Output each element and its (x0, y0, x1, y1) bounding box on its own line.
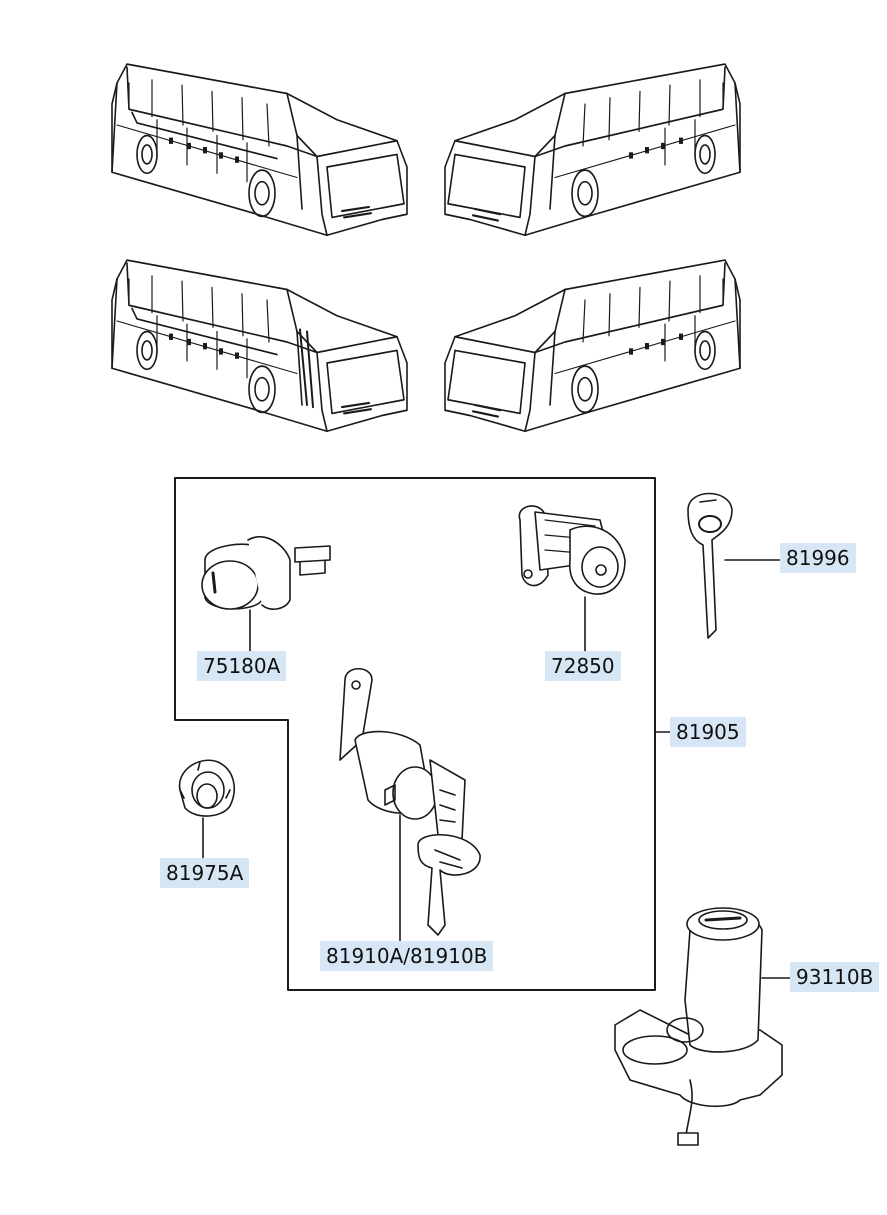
compartment-lock-icon (518, 505, 626, 595)
bus-front-left-icon (110, 259, 409, 433)
ignition-switch-icon (614, 907, 783, 1146)
kit-outline (174, 477, 656, 991)
part-label-81996: 81996 (780, 543, 856, 573)
bus-rear-right-icon (443, 259, 742, 433)
part-label-75180A: 75180A (197, 651, 287, 681)
lock-with-keys-icon (339, 667, 481, 936)
bus-rear-right-icon (443, 63, 742, 237)
part-label-81975A: 81975A (160, 858, 250, 888)
part-label-81905: 81905 (670, 717, 746, 747)
door-lock-cylinder-icon (201, 535, 331, 610)
lock-nut-icon (178, 759, 236, 817)
part-label-81910: 81910A/81910B (320, 941, 494, 971)
part-label-72850: 72850 (545, 651, 621, 681)
part-label-93110B: 93110B (790, 962, 880, 992)
key-icon (687, 492, 733, 639)
bus-front-left-icon (110, 63, 409, 237)
